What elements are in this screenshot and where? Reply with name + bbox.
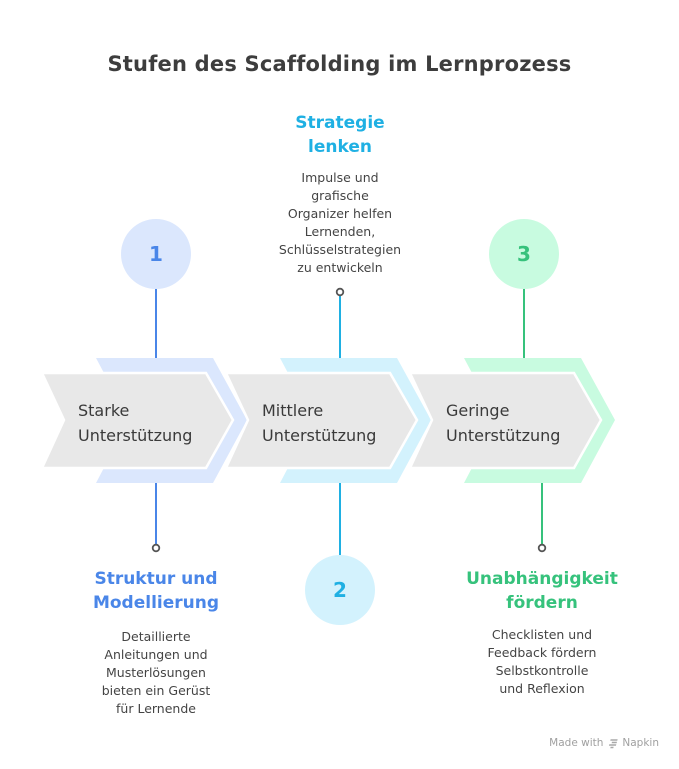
- stage-1-description-line: Anleitungen und: [104, 647, 208, 662]
- stage-2-connector-dot: [335, 287, 345, 297]
- stage-2: [224, 287, 431, 555]
- stage-1-heading: Struktur und Modellierung: [56, 567, 256, 615]
- stage-2-description-line: Schlüsselstrategien: [278, 242, 402, 257]
- stage-1-heading-line2: Modellierung: [92, 593, 220, 613]
- stage-3-chevron[interactable]: [408, 371, 603, 470]
- stage-1: [40, 287, 247, 553]
- stage-1-number-badge: 1: [121, 219, 191, 289]
- stage-2-description-line: grafische: [311, 188, 369, 203]
- stage-1-description-line: Detaillierte: [121, 629, 191, 644]
- stage-1-heading-line1: Struktur und: [94, 569, 218, 589]
- stage-3-heading-line2: fördern: [506, 593, 578, 613]
- stage-2-description: Impulse und grafische Organizer helfen L…: [240, 169, 440, 277]
- stage-2-description-line: Organizer helfen: [287, 206, 393, 221]
- stage-1-number: 1: [149, 242, 163, 266]
- stage-2-description-line: Impulse und: [301, 170, 379, 185]
- stage-3-description-line: und Reflexion: [499, 681, 585, 696]
- stage-1-chevron-label-line2: Unterstützung: [78, 426, 193, 445]
- stage-2-heading: Strategie lenken: [240, 111, 440, 159]
- stage-3-description-line: Feedback fördern: [487, 645, 597, 660]
- stage-2-heading-line1: Strategie: [295, 113, 385, 133]
- stage-3-description-line: Checklisten und: [491, 627, 593, 642]
- stage-1-chevron-label-line1: Starke: [78, 401, 130, 420]
- stage-3-description: Checklisten und Feedback fördern Selbstk…: [442, 626, 642, 698]
- stage-2-chevron-label-line1: Mittlere: [262, 401, 324, 420]
- stage-3-heading: Unabhängigkeit fördern: [432, 567, 652, 615]
- stage-2-description-line: zu entwickeln: [297, 260, 383, 275]
- stage-2-number-badge: 2: [305, 555, 375, 625]
- diagram-title: Stufen des Scaffolding im Lernprozess: [107, 52, 572, 76]
- stage-1-description-line: bieten ein Gerüst: [101, 683, 211, 698]
- stage-3-chevron-label-line2: Unterstützung: [446, 426, 561, 445]
- stage-1-description-line: für Lernende: [116, 701, 196, 716]
- stage-2-chevron-label: Mittlere Unterstützung: [262, 398, 376, 448]
- stage-1-description-line: Musterlösungen: [106, 665, 206, 680]
- napkin-brand-text: Napkin: [622, 737, 659, 749]
- stage-1-chevron-label: Starke Unterstützung: [78, 398, 192, 448]
- stage-3-chevron-label: Geringe Unterstützung: [446, 398, 560, 448]
- napkin-logo-icon: [609, 738, 619, 748]
- stage-3-connector-dot: [537, 543, 547, 553]
- stage-1-chevron[interactable]: [40, 371, 235, 470]
- stage-2-heading-line2: lenken: [308, 137, 372, 157]
- stage-3-description-line: Selbstkontrolle: [495, 663, 589, 678]
- stage-2-chevron[interactable]: [224, 371, 419, 470]
- stage-3-heading-line1: Unabhängigkeit: [466, 569, 618, 589]
- napkin-watermark[interactable]: Made with Napkin: [549, 737, 659, 749]
- stage-1-connector-dot: [151, 543, 161, 553]
- stage-2-description-line: Lernenden,: [304, 224, 376, 239]
- stage-3-number: 3: [517, 242, 531, 266]
- made-with-text: Made with: [549, 737, 604, 749]
- stage-3-chevron-label-line1: Geringe: [446, 401, 510, 420]
- stage-3: [408, 287, 615, 553]
- stage-3-number-badge: 3: [489, 219, 559, 289]
- stage-2-number: 2: [333, 578, 347, 602]
- stage-1-description: Detaillierte Anleitungen und Musterlösun…: [56, 628, 256, 718]
- stage-2-chevron-label-line2: Unterstützung: [262, 426, 377, 445]
